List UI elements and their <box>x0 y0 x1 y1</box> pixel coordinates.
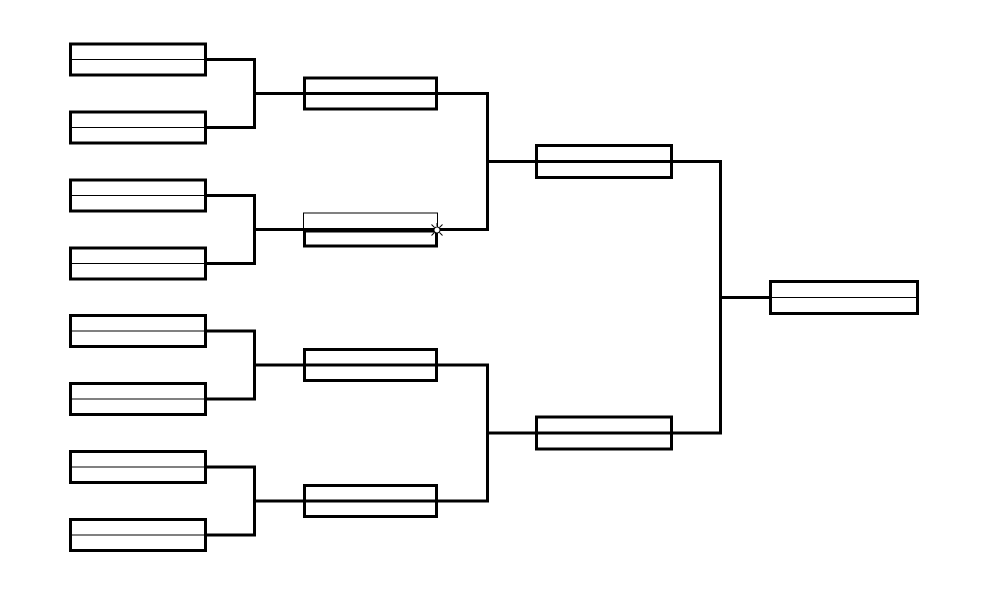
round2-winner-box <box>303 76 438 111</box>
semifinal-winner-box <box>535 144 673 179</box>
semifinal-winner-box <box>535 415 673 451</box>
cursor-ray <box>439 232 443 236</box>
drawing-cursor-icon <box>431 223 443 237</box>
round2-winner-box <box>303 484 438 518</box>
cursor-ray <box>431 224 435 228</box>
cursor-center-dot <box>433 226 441 234</box>
round2-box-lower-half <box>303 229 438 248</box>
cursor-ray <box>439 224 443 228</box>
round2-winner-box <box>303 348 438 382</box>
cursor-ray <box>431 232 435 236</box>
round2-box-upper-half-thin <box>303 212 438 230</box>
